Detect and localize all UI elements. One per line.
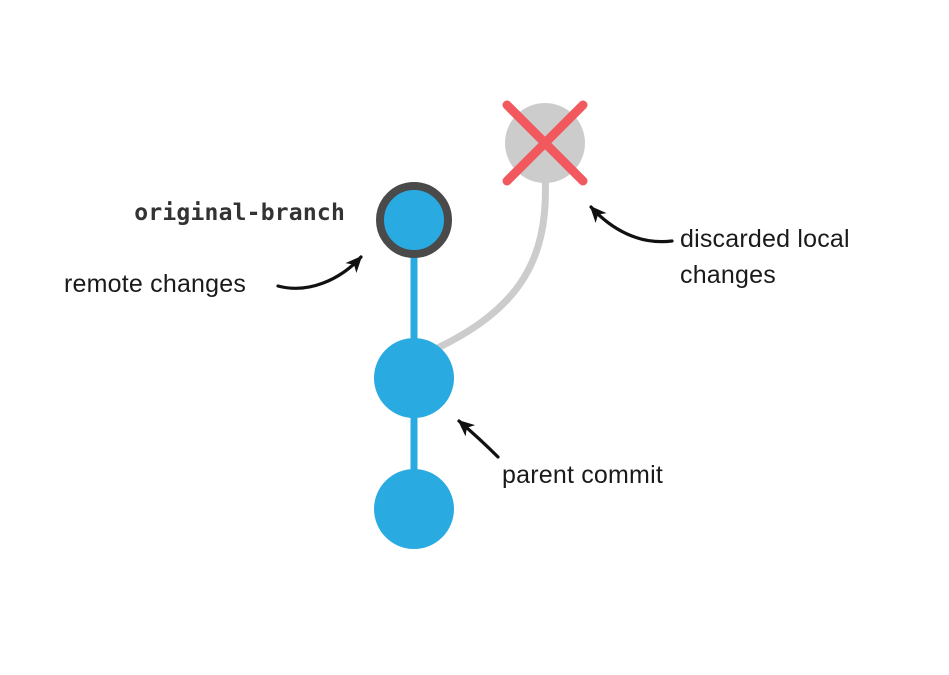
parent-commit-label: parent commit <box>502 461 663 489</box>
discarded-changes-arrow-icon <box>589 205 674 244</box>
remote-changes-arrow-icon <box>276 255 363 290</box>
discarded-edge <box>416 171 549 360</box>
parent-commit-arrow-icon <box>457 419 500 459</box>
initial-commit-node <box>374 469 454 549</box>
branch-name-label: original-branch <box>134 200 345 226</box>
remote-changes-label: remote changes <box>64 270 247 298</box>
x-icon <box>502 100 588 186</box>
x-icon-stroke <box>502 100 588 186</box>
parent-commit-node <box>374 338 454 418</box>
discarded-local-changes-label: discarded local changes <box>680 225 850 290</box>
original-branch-commit-node <box>376 182 452 258</box>
